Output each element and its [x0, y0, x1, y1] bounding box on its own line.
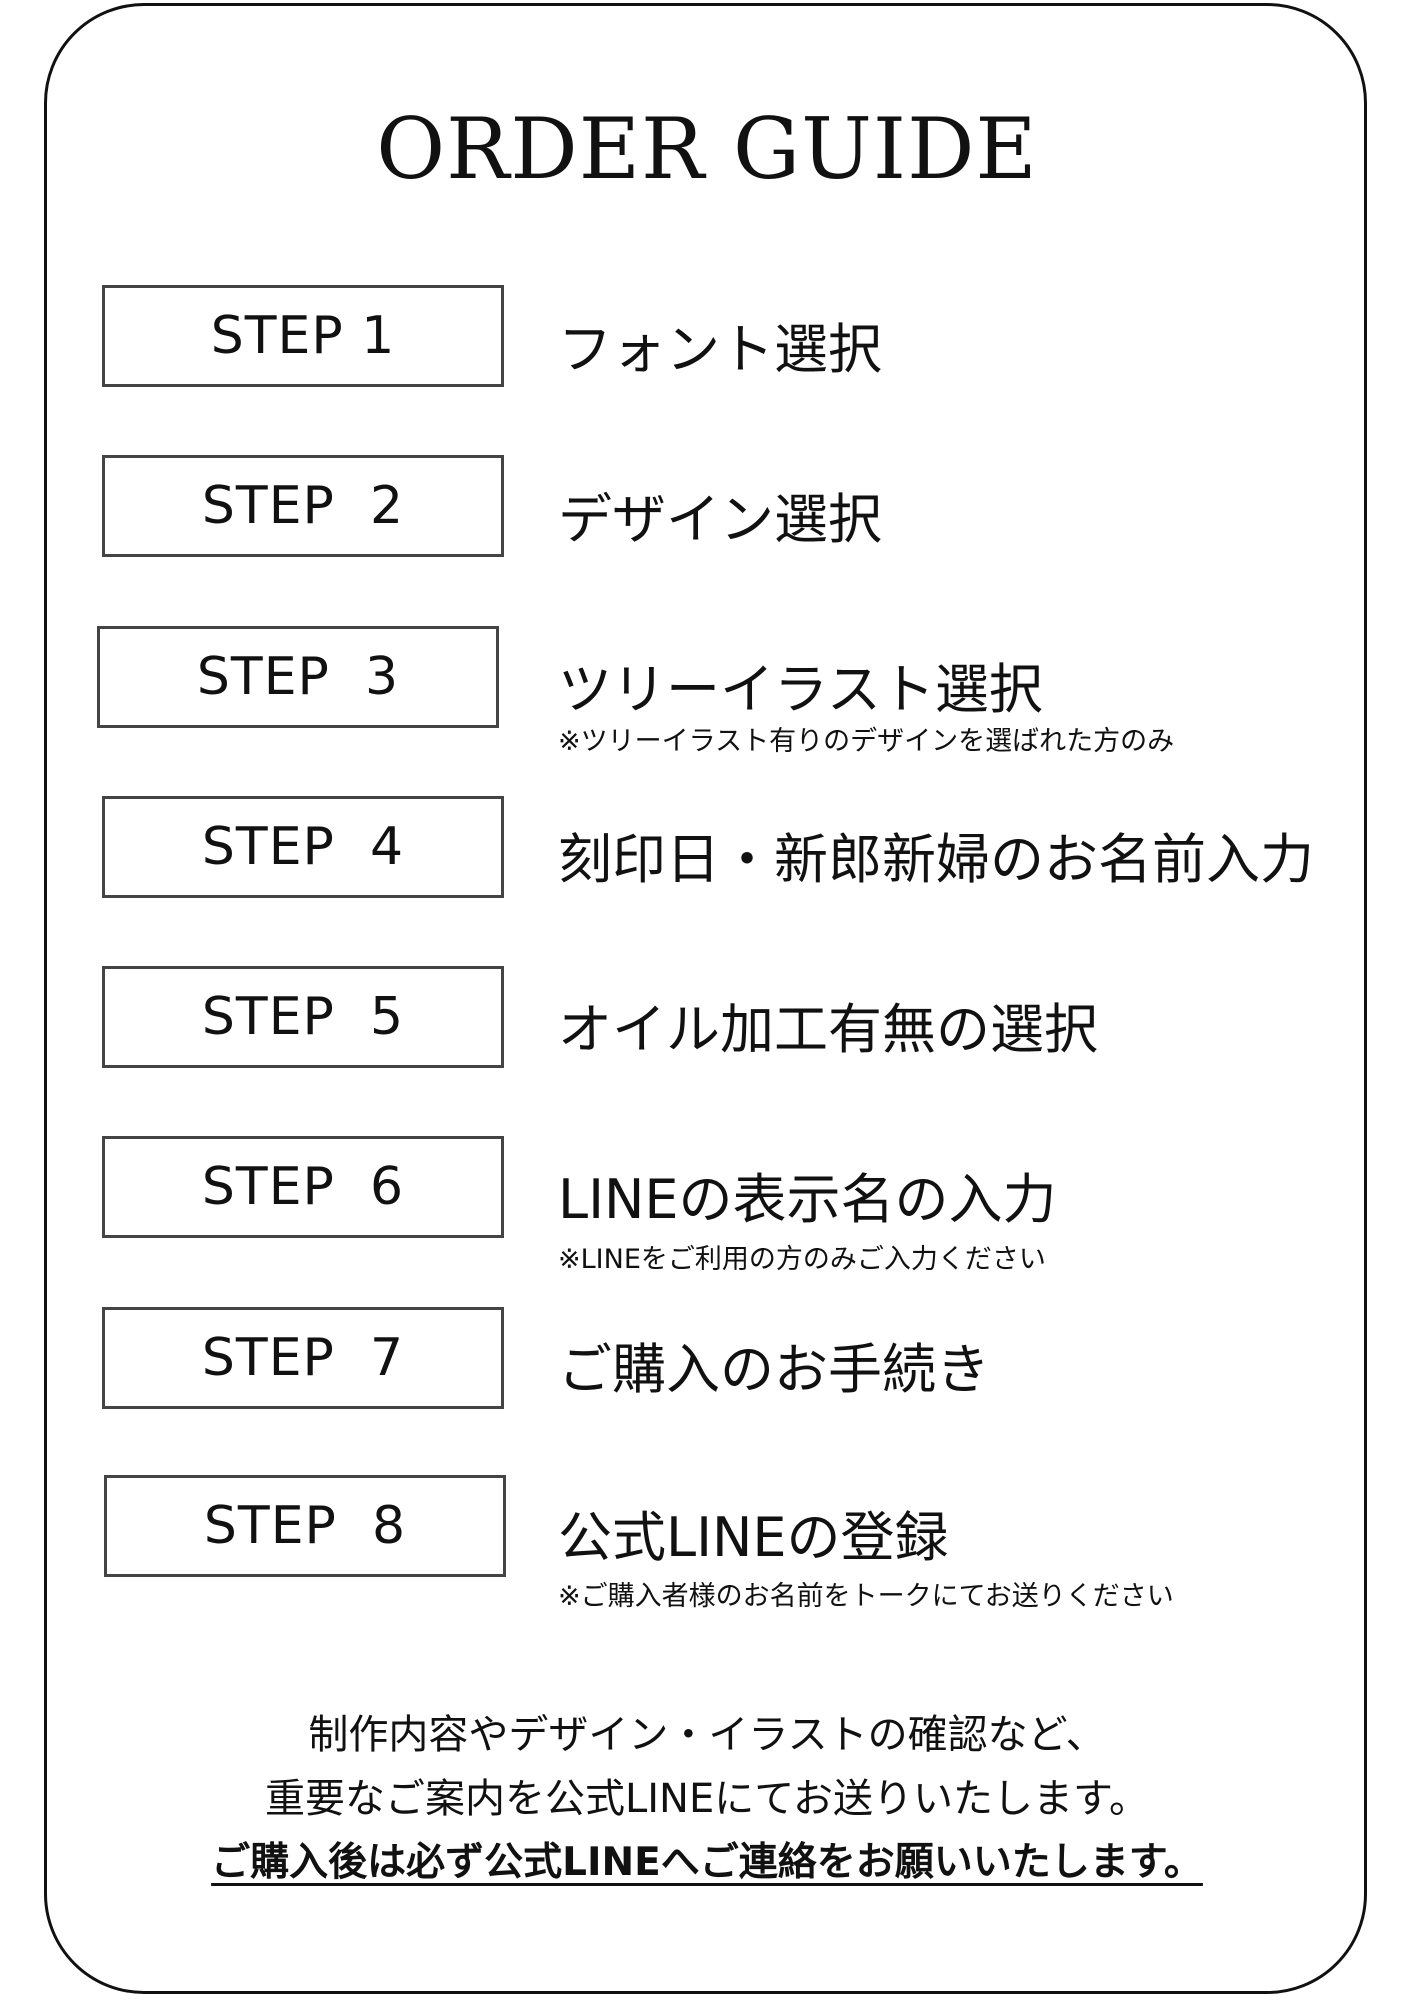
step-6-label: LINEの表示名の入力 [558, 1168, 1057, 1231]
page-title: ORDER GUIDE [376, 100, 1038, 198]
step-3-number: STEP 3 [196, 647, 400, 707]
step-5-badge: STEP 5 [102, 966, 504, 1068]
footer-notice: ご購入後は必ず公式LINEへご連絡をお願いいたします。 [0, 1831, 1414, 1887]
step-6-number: STEP 6 [201, 1157, 405, 1217]
step-6-note: ※LINEをご利用の方のみご入力ください [558, 1244, 1046, 1275]
step-3-label: ツリーイラスト選択 [558, 658, 1043, 721]
step-4-badge: STEP 4 [102, 796, 504, 898]
step-4-label: 刻印日・新郎新婦のお名前入力 [558, 828, 1314, 891]
guide-card [44, 3, 1367, 1994]
step-8-number: STEP 8 [203, 1496, 407, 1556]
step-7-number: STEP 7 [201, 1328, 405, 1388]
step-4-number: STEP 4 [201, 817, 405, 877]
step-8-note: ※ご購入者様のお名前をトークにてお送りください [558, 1581, 1174, 1612]
step-2-badge: STEP 2 [102, 455, 504, 557]
footer-line-2: 重要なご案内を公式LINEにてお送りいたします。 [264, 1776, 1150, 1822]
step-1-label: フォント選択 [558, 318, 882, 381]
step-3-badge: STEP 3 [97, 626, 499, 728]
footer-line-1: 制作内容やデザイン・イラストの確認など、 [308, 1712, 1106, 1758]
step-2-number: STEP 2 [201, 476, 405, 536]
step-3-note: ※ツリーイラスト有りのデザインを選ばれた方のみ [558, 726, 1175, 757]
step-5-number: STEP 5 [201, 987, 405, 1047]
step-5-label: オイル加工有無の選択 [558, 998, 1098, 1061]
step-8-label: 公式LINEの登録 [558, 1506, 949, 1569]
step-6-badge: STEP 6 [102, 1136, 504, 1238]
step-2-label: デザイン選択 [558, 488, 882, 551]
step-1-number: STEP 1 [210, 306, 396, 366]
step-7-label: ご購入のお手続き [558, 1338, 990, 1401]
step-1-badge: STEP 1 [102, 285, 504, 387]
step-8-badge: STEP 8 [104, 1475, 506, 1577]
step-7-badge: STEP 7 [102, 1307, 504, 1409]
footer-notice-text: ご購入後は必ず公式LINEへご連絡をお願いいたします。 [211, 1840, 1203, 1885]
